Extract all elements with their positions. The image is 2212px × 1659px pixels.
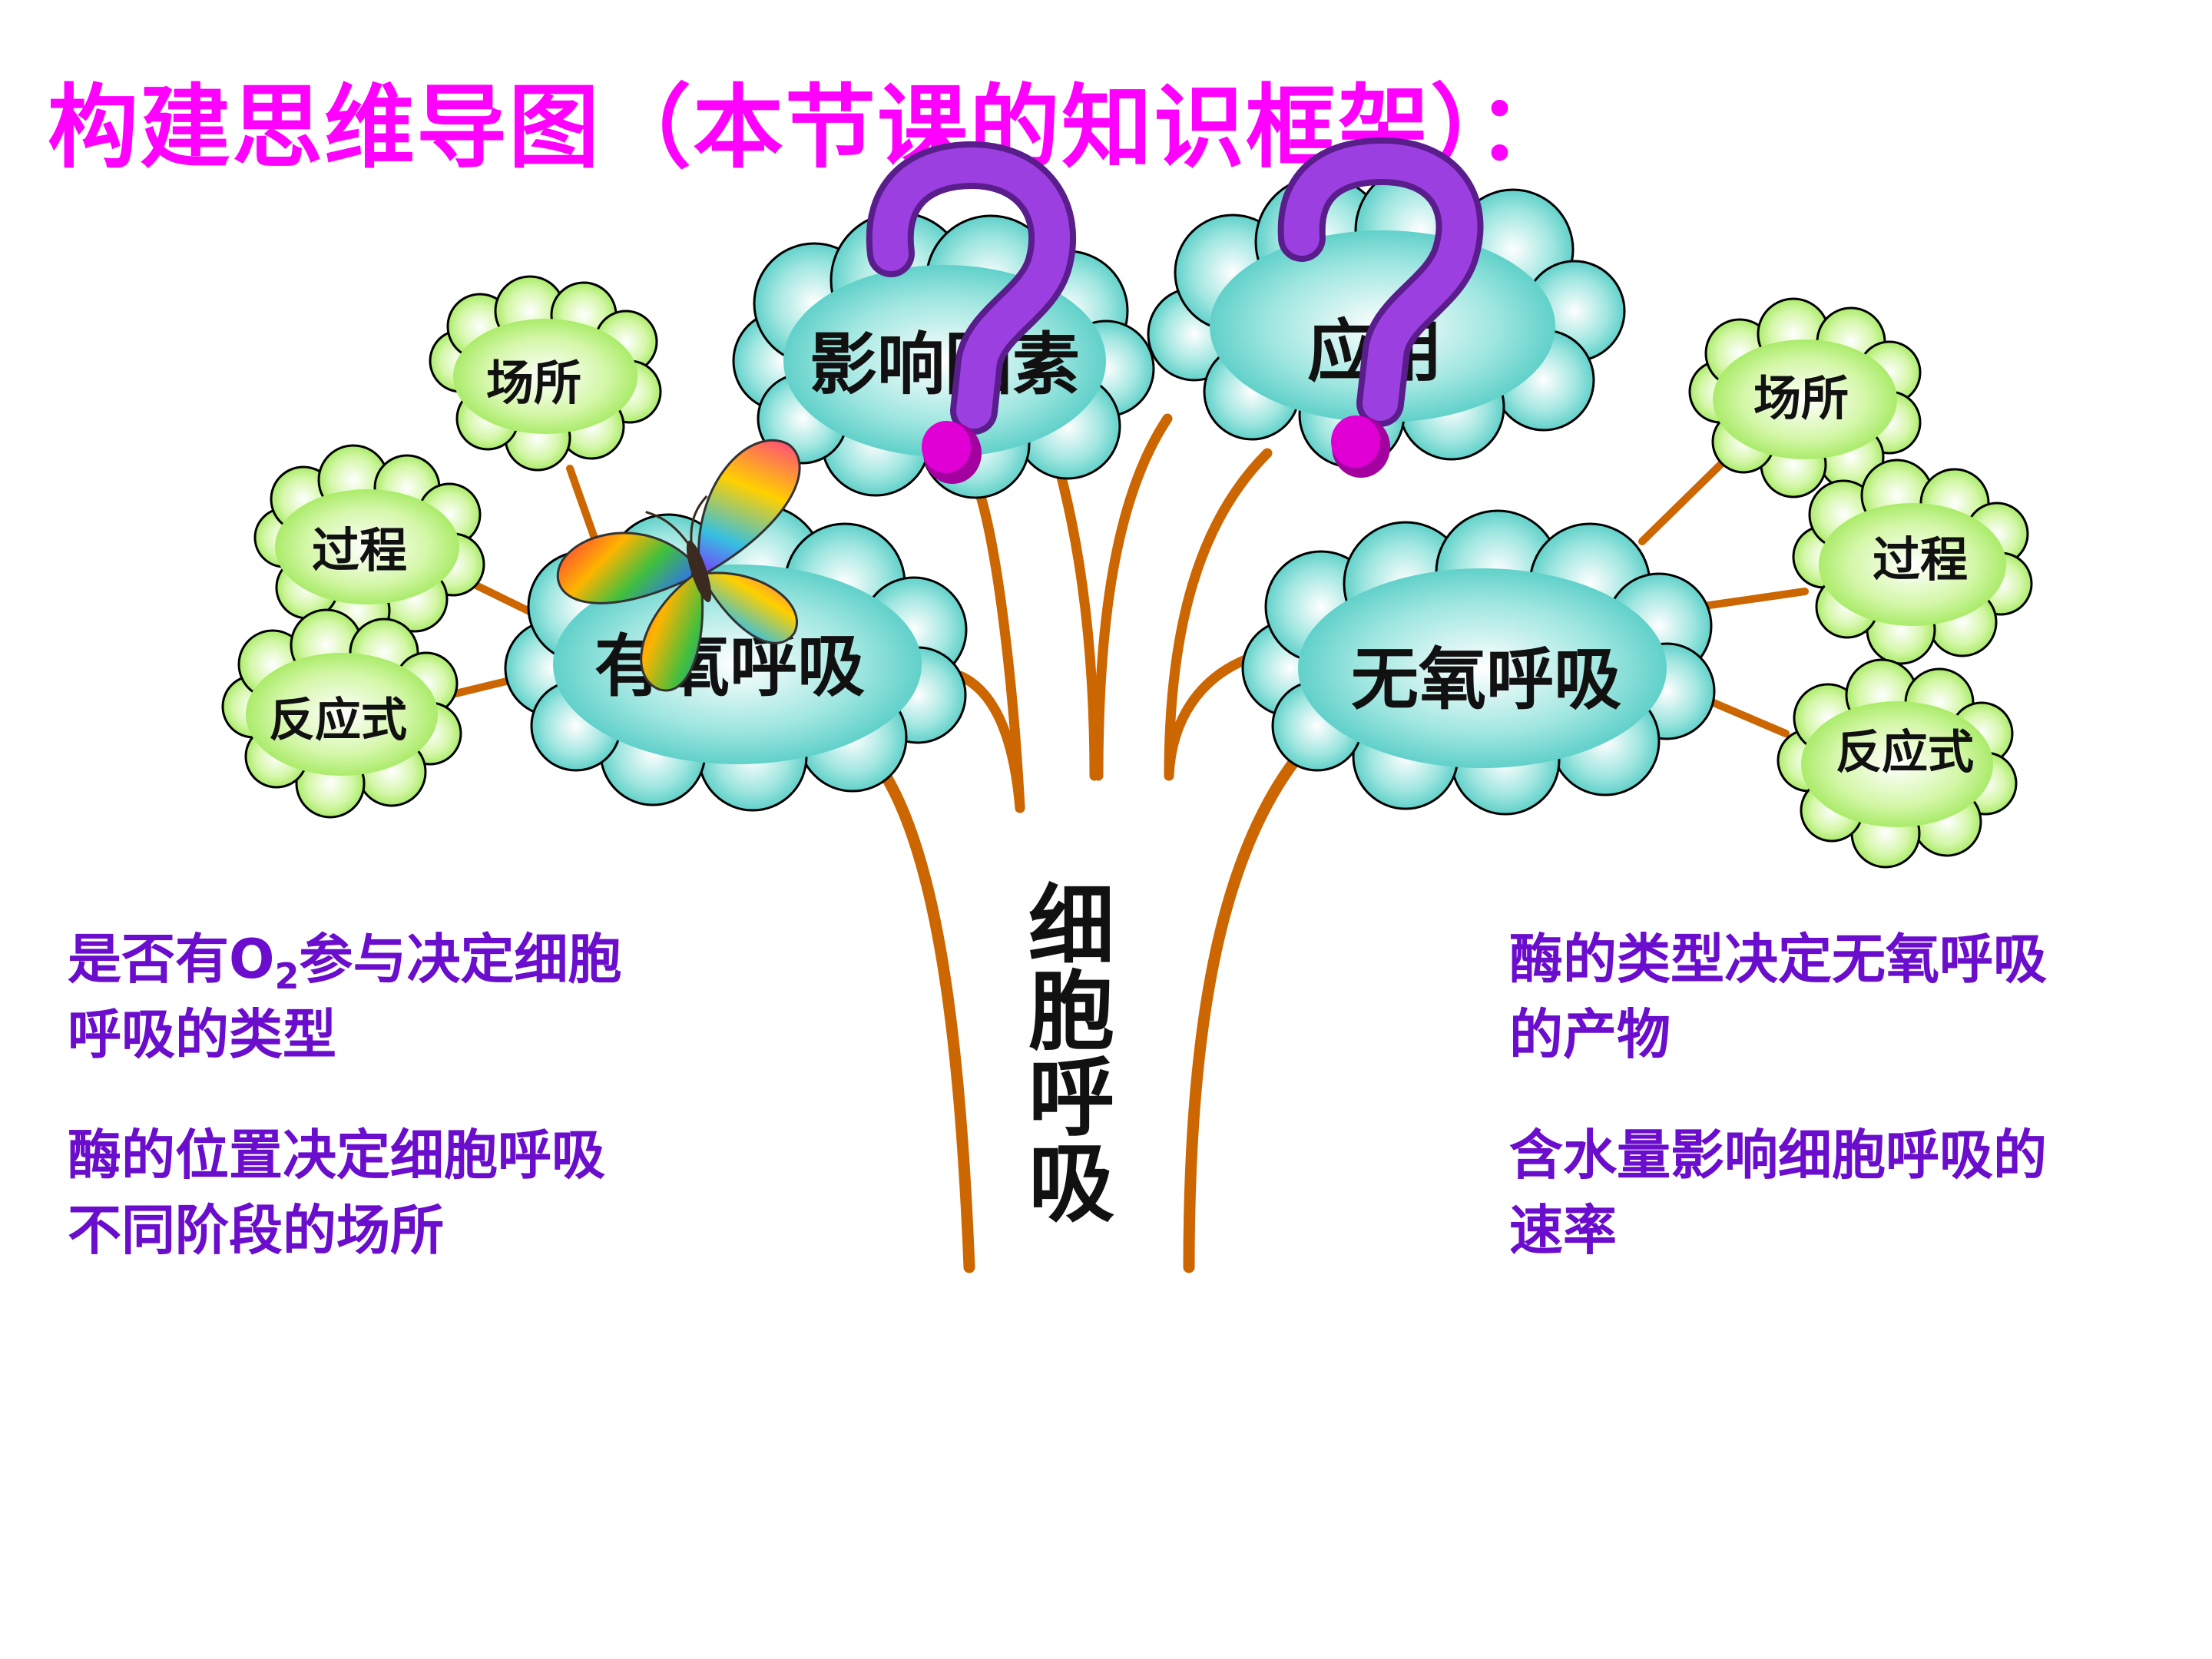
leaf-aerobic-site: 场所: [429, 275, 662, 472]
branch-application-1: [1093, 413, 1173, 781]
leaf-aerobic-process-label: 过程: [312, 522, 407, 578]
note-right-1: 酶的类型决定无氧呼吸 的产物: [1509, 922, 2047, 1072]
connector-anaerobic-site: [1638, 461, 1724, 545]
note-left-1: 是否有O2参与决定细胞 呼吸的类型: [68, 922, 622, 1072]
cloud-aerobic-label: 有氧呼吸: [594, 626, 865, 706]
question-mark-icon: [1277, 137, 1484, 478]
cloud-factors-label: 影响因素: [810, 324, 1080, 404]
note-right-1-line1: 酶的类型决定无氧呼吸: [1509, 928, 2047, 991]
note-left-2-line1: 酶的位置决定细胞呼吸: [68, 1124, 605, 1187]
leaf-aerobic-equation-label: 反应式: [269, 694, 407, 747]
note-right-2: 含水量影响细胞呼吸的 速率: [1509, 1118, 2047, 1268]
branch-anaerobic: [1164, 651, 1259, 781]
branch-application-2: [1164, 448, 1273, 781]
note-left-1-line2: 呼吸的类型: [68, 1003, 336, 1066]
leaf-aerobic-equation: 反应式: [221, 608, 462, 819]
note-left-2-line2: 不同阶段的场所: [68, 1199, 444, 1262]
trunk-label: 细胞呼吸: [1028, 876, 1114, 1234]
cloud-factors: 影响因素: [732, 211, 1155, 499]
leaf-anaerobic-process: 过程: [1792, 459, 2033, 665]
leaf-anaerobic-equation-label: 反应式: [1836, 726, 1974, 780]
branch-factors-2: [1051, 452, 1100, 781]
trunk-right-branch: [1183, 750, 1304, 1273]
leaf-aerobic-process: 过程: [253, 444, 485, 644]
note-right-2-line2: 速率: [1509, 1199, 1617, 1262]
note-left-1-line1: 是否有O2参与决定细胞: [68, 928, 622, 997]
cloud-anaerobic-label: 无氧呼吸: [1351, 639, 1621, 719]
note-right-1-line2: 的产物: [1509, 1003, 1671, 1066]
leaf-anaerobic-equation: 反应式: [1777, 658, 2018, 869]
branch-factors-1: [974, 486, 1025, 813]
note-right-2-line1: 含水量影响细胞呼吸的: [1509, 1124, 2047, 1187]
question-mark-icon: [866, 141, 1076, 484]
leaf-anaerobic-process-label: 过程: [1873, 531, 1968, 588]
trunk-left-branch: [869, 754, 975, 1273]
leaf-anaerobic-site-label: 场所: [1753, 370, 1849, 426]
leaf-aerobic-site-label: 场所: [486, 355, 581, 411]
connector-anaerobic-process: [1695, 588, 1809, 611]
leaf-anaerobic-site: 场所: [1688, 297, 1922, 498]
note-left-2: 酶的位置决定细胞呼吸 不同阶段的场所: [68, 1118, 605, 1268]
cloud-anaerobic: 无氧呼吸: [1241, 509, 1716, 816]
butterfly-icon: [556, 439, 801, 692]
